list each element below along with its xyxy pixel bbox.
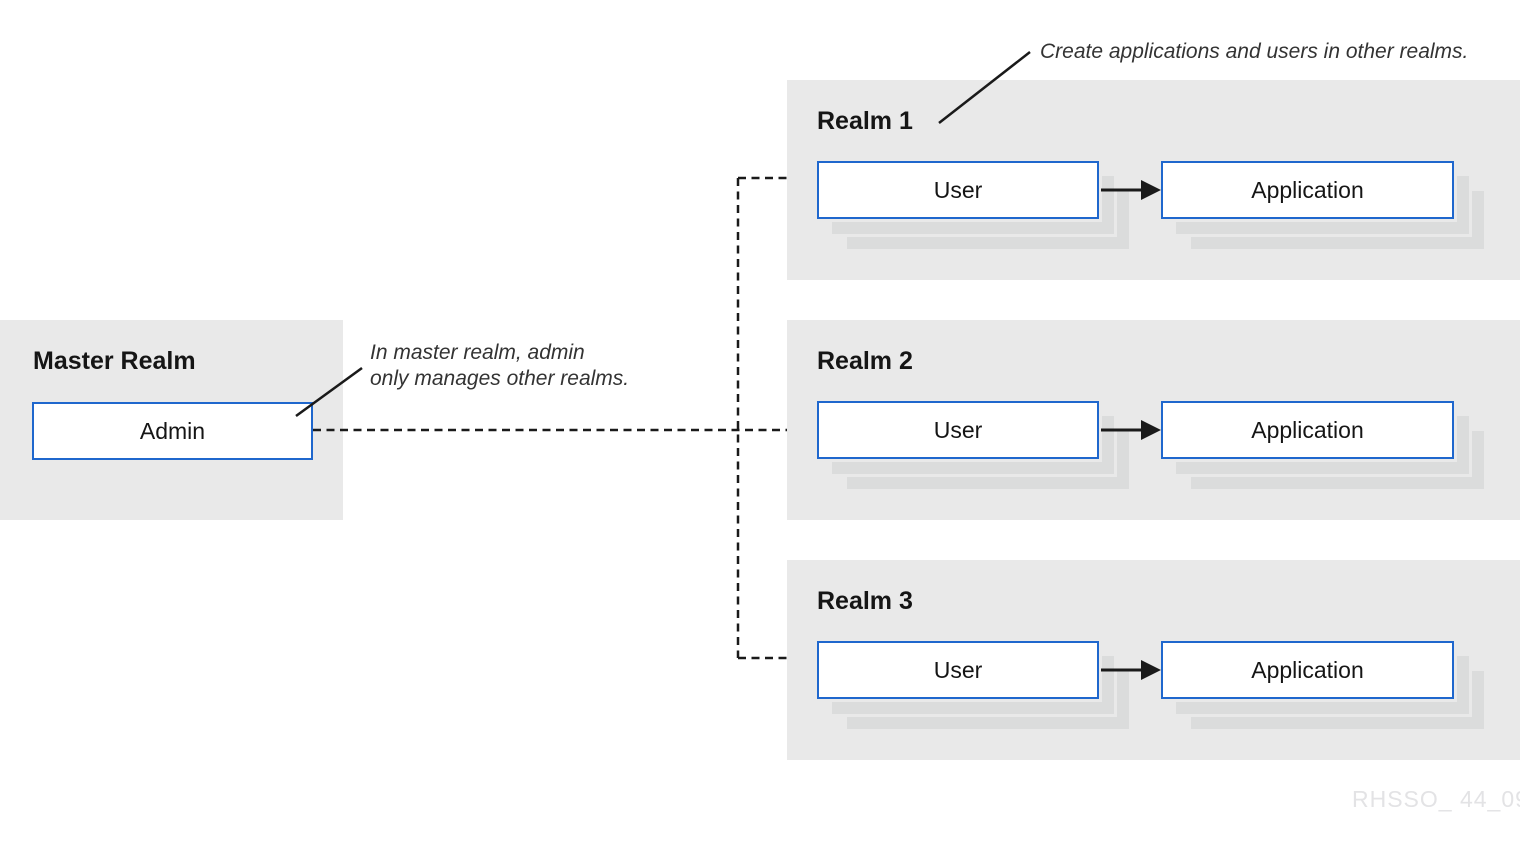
application-box-label: Application: [1251, 176, 1364, 203]
master-annotation-line-1: In master realm, admin: [370, 341, 585, 364]
user-box: User: [817, 641, 1099, 699]
watermark-text: RHSSO_ 44_0919: [1352, 786, 1520, 812]
application-box: Application: [1161, 401, 1454, 459]
master-realm-title: Master Realm: [33, 347, 196, 375]
realm-1-panel: Realm 1 User Application: [787, 80, 1520, 280]
user-box-label: User: [933, 176, 983, 203]
user-box-label: User: [933, 656, 983, 683]
user-box-label: User: [933, 416, 983, 443]
realm-2-panel: Realm 2 User Application: [787, 320, 1520, 520]
application-box-label: Application: [1251, 416, 1364, 443]
application-box-label: Application: [1251, 656, 1364, 683]
user-box: User: [817, 401, 1099, 459]
realms-annotation: Create applications and users in other r…: [1040, 39, 1468, 65]
user-box: User: [817, 161, 1099, 219]
dashed-connector-line: [313, 176, 787, 660]
realm-3-title: Realm 3: [817, 587, 913, 615]
realm-3-panel: Realm 3 User Application: [787, 560, 1520, 760]
application-box: Application: [1161, 641, 1454, 699]
realm-2-title: Realm 2: [817, 347, 913, 375]
realm-1-title: Realm 1: [817, 107, 913, 135]
realms-annotation-text: Create applications and users in other r…: [1040, 40, 1469, 63]
master-realm-panel: Master Realm Admin: [0, 320, 343, 520]
application-box: Application: [1161, 161, 1454, 219]
admin-box-label: Admin: [139, 417, 206, 444]
master-annotation-line-2: only manages other realms.: [370, 367, 630, 390]
admin-box: Admin: [32, 402, 313, 460]
master-annotation: In master realm, admin only manages othe…: [370, 340, 629, 392]
